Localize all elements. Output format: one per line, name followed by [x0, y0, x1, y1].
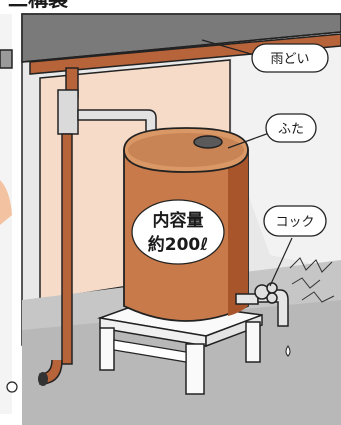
callout-gutter: 雨どい	[201, 39, 329, 73]
capacity-label: 内容量 約200ℓ	[131, 199, 225, 265]
lid-label: ふた	[278, 122, 304, 137]
gutter-label: 雨どい	[270, 52, 309, 67]
callout-lid: ふた	[227, 113, 317, 149]
faucet	[235, 282, 291, 357]
callout-faucet: コック	[263, 205, 327, 287]
downpipe	[38, 67, 157, 386]
faucet-label: コック	[275, 215, 314, 230]
header-fragment: 二構製	[8, 0, 68, 11]
capacity-line-1: 内容量	[153, 210, 204, 231]
capacity-line-2: 約200ℓ	[148, 234, 209, 255]
tank-lid	[193, 135, 223, 149]
left-panel-fragment	[0, 14, 18, 414]
rain-streaks	[289, 257, 335, 303]
